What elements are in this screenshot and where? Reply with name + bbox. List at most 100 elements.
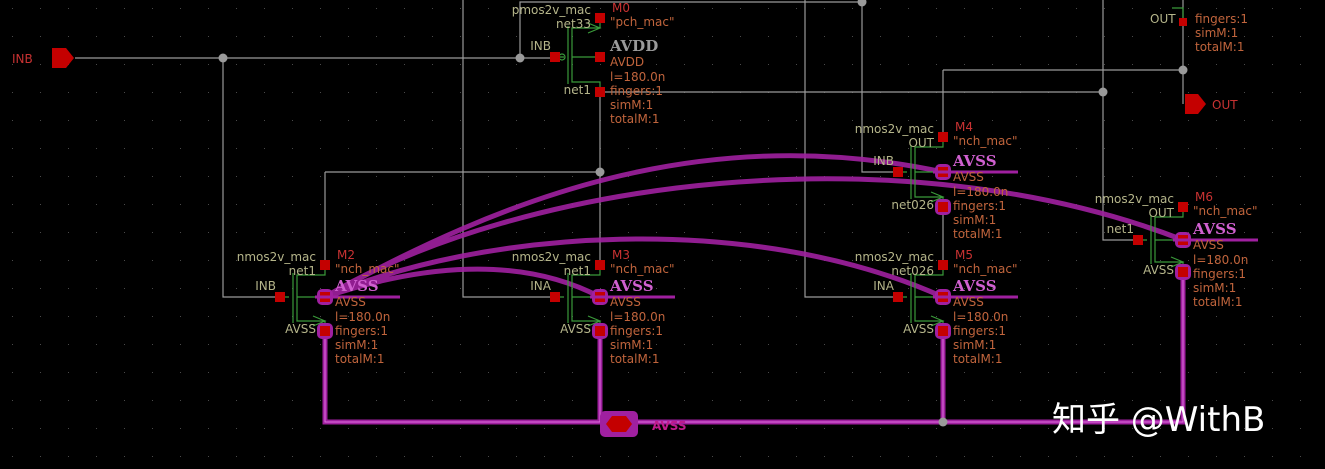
param: l=180.0n bbox=[610, 310, 665, 324]
terminal-pin[interactable] bbox=[550, 52, 560, 62]
grid-dot bbox=[376, 92, 377, 93]
grid-dot bbox=[404, 400, 405, 401]
drain-label: net33 bbox=[556, 17, 591, 31]
grid-dot bbox=[1300, 64, 1301, 65]
grid-dot bbox=[992, 456, 993, 457]
grid-dot bbox=[348, 64, 349, 65]
grid-dot bbox=[1188, 344, 1189, 345]
grid-dot bbox=[292, 232, 293, 233]
terminal-pin[interactable] bbox=[1178, 202, 1188, 212]
grid-dot bbox=[1216, 148, 1217, 149]
grid-dot bbox=[1020, 428, 1021, 429]
grid-dot bbox=[488, 288, 489, 289]
grid-dot bbox=[684, 36, 685, 37]
grid-dot bbox=[1216, 260, 1217, 261]
grid-dot bbox=[1104, 260, 1105, 261]
grid-dot bbox=[936, 120, 937, 121]
terminal-pin[interactable] bbox=[595, 260, 605, 270]
terminal-pin[interactable] bbox=[1178, 267, 1188, 277]
param: l=180.0n bbox=[610, 70, 665, 84]
grid-dot bbox=[684, 372, 685, 373]
transistor-m3[interactable]: nmos2v_macnet1INAAVSSM3"nch_mac"AVSSAVSS… bbox=[512, 248, 675, 366]
terminal-pin[interactable] bbox=[320, 326, 330, 336]
grid-dot bbox=[1244, 148, 1245, 149]
grid-dot bbox=[1104, 456, 1105, 457]
grid-dot bbox=[152, 120, 153, 121]
grid-dot bbox=[600, 8, 601, 9]
terminal-pin[interactable] bbox=[938, 326, 948, 336]
pin-avss[interactable]: AVSS bbox=[600, 411, 687, 437]
grid-dot bbox=[264, 456, 265, 457]
pin-inb[interactable]: INB bbox=[12, 48, 74, 68]
transistor-m6[interactable]: nmos2v_macOUTnet1AVSSM6"nch_mac"AVSSAVSS… bbox=[1095, 190, 1258, 309]
grid-dot bbox=[208, 316, 209, 317]
grid-dot bbox=[320, 400, 321, 401]
avss-net[interactable] bbox=[322, 153, 1186, 427]
grid-dot bbox=[488, 232, 489, 233]
grid-dot bbox=[180, 36, 181, 37]
pin-inb-label: INB bbox=[12, 52, 33, 66]
grid-dot bbox=[1188, 36, 1189, 37]
grid-dot bbox=[152, 372, 153, 373]
terminal-pin[interactable] bbox=[275, 292, 285, 302]
grid-dot bbox=[404, 316, 405, 317]
model-name: "nch_mac" bbox=[953, 134, 1018, 148]
terminal-pin[interactable] bbox=[595, 326, 605, 336]
grid-dot bbox=[1076, 148, 1077, 149]
grid-dot bbox=[824, 344, 825, 345]
grid-dot bbox=[852, 344, 853, 345]
terminal-pin[interactable] bbox=[893, 292, 903, 302]
source-label: net1 bbox=[564, 83, 591, 97]
grid-dot bbox=[796, 176, 797, 177]
grid-dot bbox=[712, 316, 713, 317]
terminal-pin[interactable] bbox=[938, 260, 948, 270]
grid-dot bbox=[1272, 316, 1273, 317]
terminal-pin[interactable] bbox=[938, 202, 948, 212]
grid-dot bbox=[40, 456, 41, 457]
grid-dot bbox=[432, 428, 433, 429]
grid-dot bbox=[1300, 260, 1301, 261]
grid-dot bbox=[656, 8, 657, 9]
grid-dot bbox=[152, 344, 153, 345]
grid-dot bbox=[124, 204, 125, 205]
transistor-m0[interactable]: pmos2v_macnet33INBnet1M0"pch_mac"AVDDAVD… bbox=[512, 1, 675, 126]
grid-dot bbox=[1188, 204, 1189, 205]
terminal-pin[interactable] bbox=[595, 87, 605, 97]
grid-dot bbox=[544, 8, 545, 9]
grid-dot bbox=[404, 456, 405, 457]
grid-dot bbox=[124, 120, 125, 121]
grid-dot bbox=[936, 316, 937, 317]
transistor-m4[interactable]: nmos2v_macOUTINBnet026M4"nch_mac"AVSSAVS… bbox=[855, 120, 1018, 241]
partial-device[interactable]: OUT fingers:1 simM:1 totalM:1 bbox=[1150, 7, 1248, 54]
grid-dot bbox=[1132, 148, 1133, 149]
grid-dot bbox=[936, 372, 937, 373]
grid-dot bbox=[208, 8, 209, 9]
terminal-pin[interactable] bbox=[1133, 235, 1143, 245]
terminal-pin[interactable] bbox=[550, 292, 560, 302]
pin-out[interactable]: OUT bbox=[1185, 94, 1238, 114]
grid-dot bbox=[208, 148, 209, 149]
grid-dot bbox=[488, 36, 489, 37]
transistor-m5[interactable]: nmos2v_macnet026INAAVSSM5"nch_mac"AVSSAV… bbox=[855, 248, 1018, 366]
grid-dot bbox=[1300, 176, 1301, 177]
grid-dot bbox=[488, 260, 489, 261]
grid-dot bbox=[488, 344, 489, 345]
drain-label: OUT bbox=[1148, 206, 1174, 220]
terminal-pin[interactable] bbox=[893, 167, 903, 177]
grid-dot bbox=[1020, 344, 1021, 345]
grid-dot bbox=[1188, 372, 1189, 373]
transistor-m2[interactable]: nmos2v_macnet1INBAVSSM2"nch_mac"AVSSAVSS… bbox=[237, 248, 400, 366]
cell-name: pmos2v_mac bbox=[512, 3, 591, 17]
grid-dot bbox=[768, 288, 769, 289]
terminal-pin[interactable] bbox=[320, 260, 330, 270]
grid-dot bbox=[208, 92, 209, 93]
grid-dot bbox=[964, 316, 965, 317]
terminal-pin[interactable] bbox=[595, 52, 605, 62]
grid-dot bbox=[572, 428, 573, 429]
terminal-pin[interactable] bbox=[595, 13, 605, 23]
grid-dot bbox=[152, 428, 153, 429]
grid-dot bbox=[208, 372, 209, 373]
grid-dot bbox=[1188, 120, 1189, 121]
terminal-pin[interactable] bbox=[938, 132, 948, 142]
